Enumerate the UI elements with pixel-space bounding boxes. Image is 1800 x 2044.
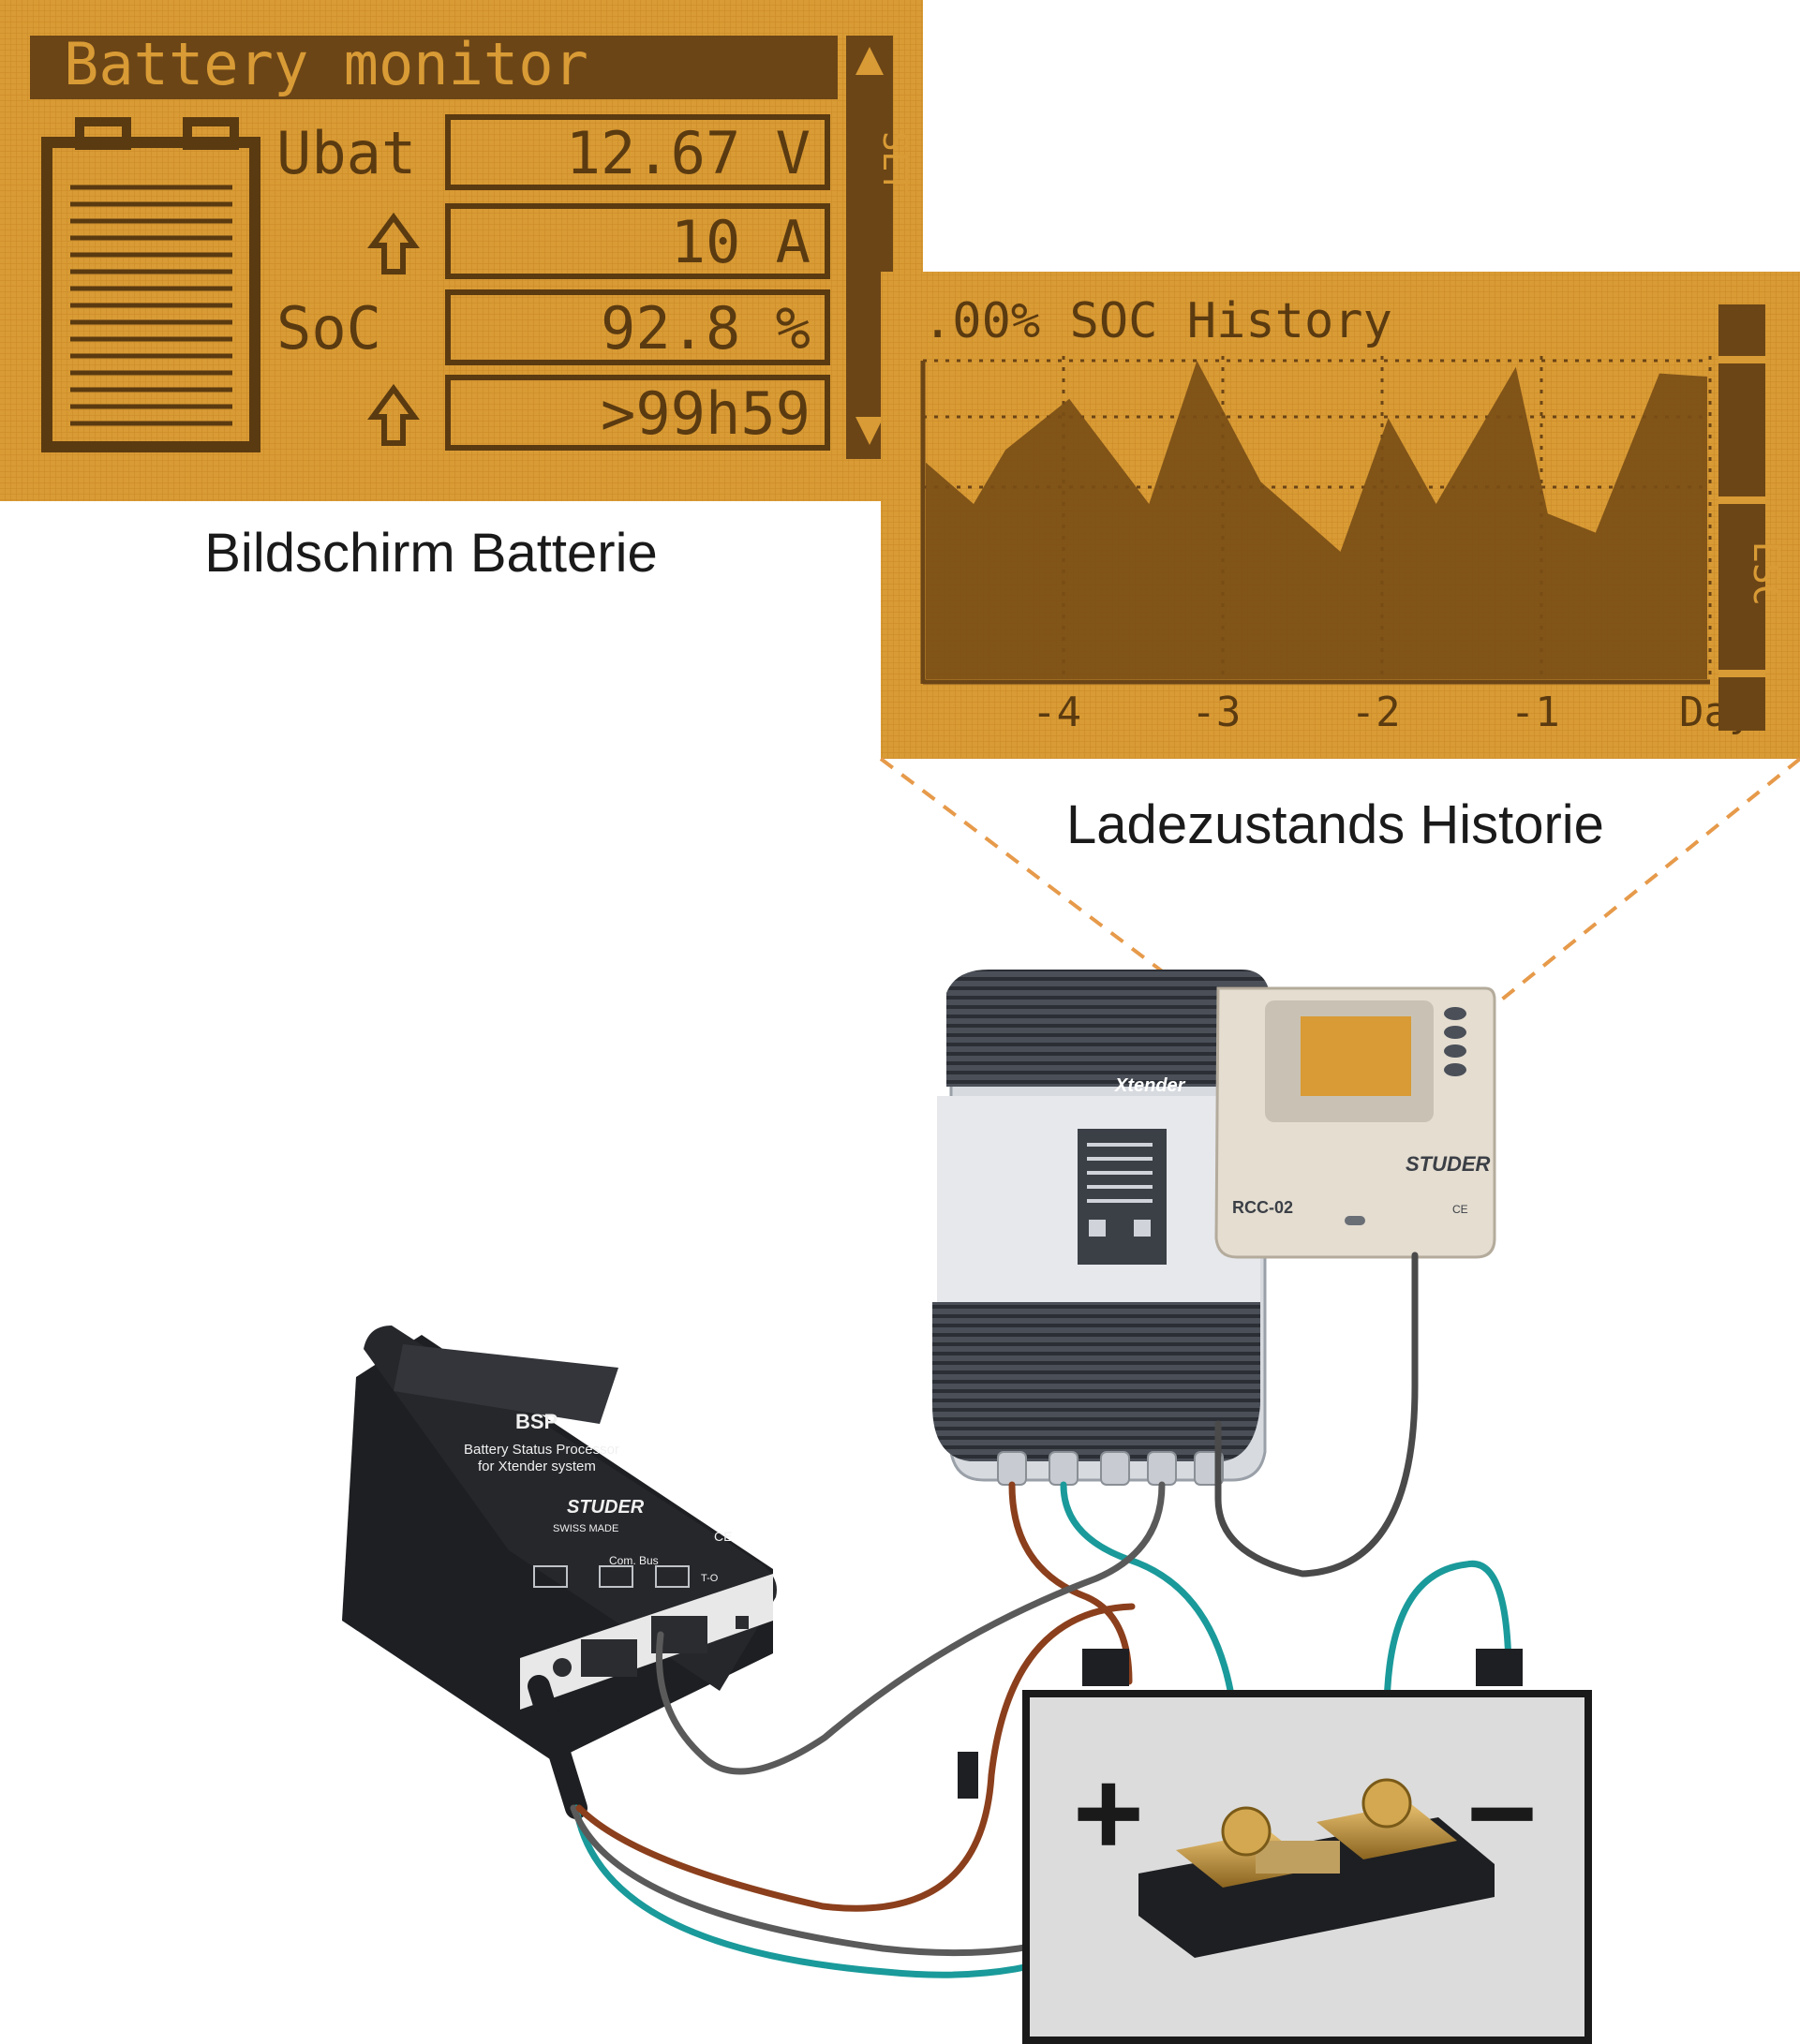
set-button-label[interactable]: SET <box>875 131 914 192</box>
scroll-down-icon[interactable] <box>855 417 884 445</box>
bsp-combus-port-1[interactable] <box>581 1639 637 1677</box>
battery-screen-caption: Bildschirm Batterie <box>204 523 657 584</box>
cable-glands <box>997 1451 1224 1486</box>
history-x-tick-label: -3 <box>1191 689 1241 736</box>
time-remaining-value: >99h59 <box>601 379 811 448</box>
current-box <box>445 203 830 279</box>
history-side-bar <box>1718 304 1765 731</box>
battery-plus-sign: + <box>1073 1744 1144 1881</box>
rcc02-buttons[interactable] <box>1444 1007 1466 1076</box>
rcc02-model: RCC-02 <box>1232 1198 1293 1217</box>
xtender-inverter: Xtender <box>932 970 1270 1486</box>
scroll-up-icon[interactable] <box>855 47 884 75</box>
battery: + − <box>1022 1649 1592 2044</box>
bsp-description-2: for Xtender system <box>478 1459 596 1474</box>
xtender-label: Xtender <box>1114 1075 1186 1096</box>
negative-terminal <box>1476 1649 1523 1686</box>
battery-icon <box>41 117 260 452</box>
bsp-ce-mark: CE <box>714 1529 732 1544</box>
rcc02-brand: STUDER <box>1406 1152 1491 1176</box>
soc-value: 92.8 % <box>601 294 811 363</box>
soc-label: SoC <box>276 294 381 363</box>
time-arrow-icon <box>367 383 420 446</box>
rcc02-mini-screen <box>1301 1016 1411 1096</box>
bsp-description: Battery Status Processor <box>464 1442 619 1458</box>
bsp-termination-switch[interactable] <box>736 1616 749 1629</box>
history-x-tick-label: -1 <box>1510 689 1560 736</box>
soc-box <box>445 289 830 365</box>
history-x-tick-label: -2 <box>1351 689 1401 736</box>
bsp-combus-label: Com. Bus <box>609 1554 659 1567</box>
rcc02-ce-mark: CE <box>1452 1203 1468 1216</box>
history-x-tick-label: -4 <box>1032 689 1081 736</box>
bsp-brand: STUDER <box>567 1497 645 1518</box>
soc-area-series <box>926 361 1707 679</box>
positive-terminal <box>1082 1649 1129 1686</box>
esc-button-label[interactable]: ESC <box>1746 541 1787 606</box>
bsp-label: BSP <box>515 1410 558 1433</box>
history-title: .00% SOC History <box>923 293 1392 349</box>
current-arrow-icon <box>367 212 420 274</box>
battery-screen-title: Battery monitor <box>64 30 588 98</box>
history-gridlines <box>923 356 1712 679</box>
bsp-to-label: T-O <box>701 1573 719 1584</box>
bsp-swiss-made: SWISS MADE <box>553 1523 618 1534</box>
ubat-label: Ubat <box>276 119 416 187</box>
ubat-box <box>445 114 830 190</box>
soc-area-group <box>926 361 1707 679</box>
current-value: 10 A <box>671 208 811 276</box>
bsp-box: BSP Battery Status Processor for Xtender… <box>342 1326 777 1761</box>
history-screen-caption: Ladezustands Historie <box>1066 794 1604 855</box>
xtender-panel <box>1078 1129 1167 1265</box>
rcc02-remote: STUDER RCC-02 CE <box>1214 986 1496 1259</box>
title-bar <box>30 36 838 99</box>
shunt <box>1138 1778 1495 1958</box>
battery-monitor-screen: Battery monitor SET <box>0 0 923 501</box>
time-box <box>445 375 830 451</box>
ubat-value: 12.67 V <box>566 119 811 187</box>
